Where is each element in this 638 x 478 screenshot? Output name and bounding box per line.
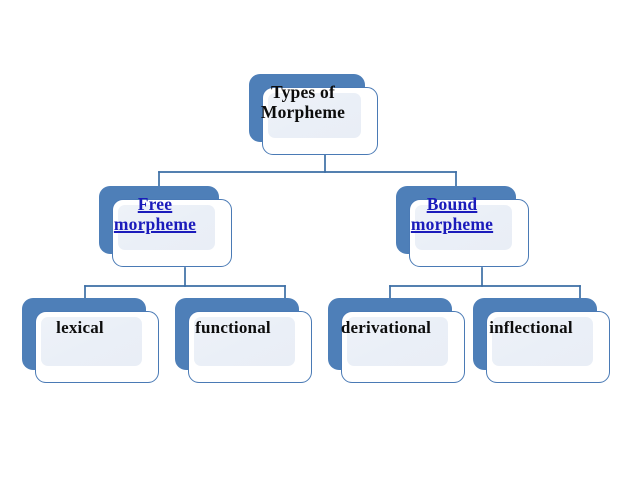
node-functional[interactable]: functional [175,298,312,383]
node-face-plate [35,311,159,383]
node-face-plate [262,87,378,155]
node-free-morpheme[interactable]: Free morpheme [99,186,232,267]
node-types-of-morpheme[interactable]: Types of Morpheme [249,74,378,155]
node-face-plate [486,311,610,383]
node-derivational[interactable]: derivational [328,298,465,383]
node-inner-panel [347,317,448,366]
node-face-plate [409,199,529,267]
node-label-types-of-morpheme: Types of Morpheme [260,81,346,122]
node-label-free-morpheme: Free morpheme [113,193,197,234]
node-bound-morpheme[interactable]: Bound morpheme [396,186,529,267]
node-label-lexical: lexical [56,318,104,338]
node-inflectional[interactable]: inflectional [473,298,610,383]
node-label-bound-morpheme: Bound morpheme [410,193,494,234]
node-inner-panel [415,205,512,250]
node-face-plate [188,311,312,383]
node-lexical[interactable]: lexical [22,298,159,383]
node-label-derivational: derivational [340,318,432,338]
node-inner-panel [268,93,361,138]
node-label-functional: functional [195,318,271,338]
node-inner-panel [118,205,215,250]
node-face-plate [341,311,465,383]
node-inner-panel [41,317,142,366]
node-label-inflectional: inflectional [489,318,573,338]
node-face-plate [112,199,232,267]
node-inner-panel [492,317,593,366]
node-inner-panel [194,317,295,366]
